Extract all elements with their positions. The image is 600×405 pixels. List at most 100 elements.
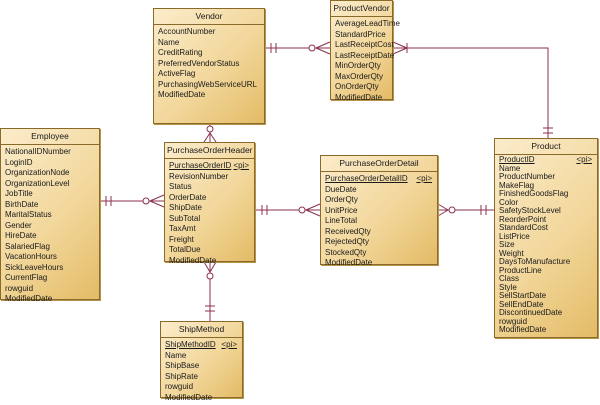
field-list: PurchaseOrderDetailID<pi> DueDate OrderQ… — [321, 172, 437, 271]
field-row: LastReceiptDate — [335, 51, 394, 62]
field-row: Style — [499, 283, 594, 293]
field-name: AverageLeadTime — [335, 19, 400, 28]
field-row: ModifiedDate — [5, 294, 96, 305]
field-name: ModifiedDate — [325, 258, 373, 267]
field-name: TotalDue — [169, 245, 201, 254]
field-row: OrderDate — [169, 193, 251, 204]
field-row: Size — [499, 240, 594, 250]
field-name: Color — [499, 197, 519, 207]
field-list: ShipMethodID<pi> Name ShipBase ShipRate … — [161, 338, 242, 405]
entity-purchaseorderheader[interactable]: PurchaseOrderHeader PurchaseOrderID<pi> … — [164, 142, 255, 265]
entity-shipmethod[interactable]: ShipMethod ShipMethodID<pi> Name ShipBas… — [160, 321, 243, 402]
field-row: StockedQty — [325, 248, 434, 259]
field-row: rowguid — [165, 382, 239, 393]
field-name: Status — [169, 182, 192, 191]
rel-poheader-podetail — [255, 203, 321, 217]
pk-tag: <pi> — [233, 161, 249, 170]
field-row: ModifiedDate — [499, 325, 594, 335]
field-row: BirthDate — [5, 200, 96, 211]
entity-title: Employee — [1, 129, 99, 145]
field-name: PurchaseOrderID — [169, 161, 232, 170]
field-name: ProductLine — [499, 265, 542, 275]
field-row-pk: PurchaseOrderDetailID<pi> — [325, 174, 434, 185]
field-row: ModifiedDate — [158, 90, 261, 101]
entity-title: ShipMethod — [161, 322, 242, 338]
field-name: SellEndDate — [499, 299, 544, 309]
rel-vendor-productvendor — [265, 41, 331, 55]
field-name: ProductID — [499, 155, 535, 164]
field-row: RejectedQty — [325, 237, 434, 248]
field-name: ModifiedDate — [335, 92, 383, 102]
entity-title: ProductVendor — [331, 1, 392, 17]
field-row: ProductNumber — [499, 172, 594, 182]
field-name: rowguid — [165, 382, 194, 391]
field-row: ReceivedQty — [325, 227, 434, 238]
field-name: LineTotal — [325, 216, 358, 225]
field-name: ModifiedDate — [165, 392, 213, 402]
field-name: OrderQty — [325, 195, 358, 204]
field-name: RejectedQty — [325, 237, 370, 246]
field-row: StandardPrice — [335, 30, 389, 41]
field-name: JobTitle — [5, 189, 33, 198]
field-name: ModifiedDate — [499, 325, 547, 334]
entity-purchaseorderdetail[interactable]: PurchaseOrderDetail PurchaseOrderDetailI… — [320, 155, 438, 267]
field-name: StockedQty — [325, 247, 367, 257]
field-row: Name — [158, 38, 261, 49]
field-name: ReceivedQty — [325, 226, 371, 236]
field-name: OnOrderQty — [335, 82, 379, 91]
entity-title: Product — [495, 139, 597, 155]
field-name: MinOrderQty — [335, 61, 381, 70]
field-row: SellStartDate — [499, 291, 594, 301]
field-row: TaxAmt — [169, 224, 251, 235]
field-row: SickLeaveHours — [5, 263, 96, 274]
field-row: HireDate — [5, 231, 96, 242]
field-name: MaritalStatus — [5, 210, 52, 219]
field-name: PurchasingWebServiceURL — [158, 79, 258, 89]
entity-title: Vendor — [154, 9, 264, 25]
field-row: AccountNumber — [158, 27, 261, 38]
field-name: Name — [499, 163, 521, 173]
field-row: Name — [499, 163, 594, 174]
field-name: Name — [158, 37, 180, 47]
field-row-pk: PurchaseOrderID<pi> — [169, 161, 251, 172]
entity-employee[interactable]: Employee NationalIDNumber LoginID Organi… — [0, 128, 100, 303]
field-name: MakeFlag — [499, 180, 535, 190]
field-row: ModifiedDate — [335, 93, 389, 104]
entity-vendor[interactable]: Vendor AccountNumber Name CreditRating P… — [153, 8, 265, 124]
field-row: NationalIDNumber — [5, 147, 96, 158]
entity-productvendor[interactable]: ProductVendor AverageLeadTime StandardPr… — [330, 0, 400, 102]
field-name: CreditRating — [158, 48, 203, 57]
rel-shipmethod-poheader — [203, 261, 217, 321]
field-name: ModifiedDate — [169, 255, 217, 265]
field-list: PurchaseOrderID<pi> RevisionNumber Statu… — [165, 159, 254, 268]
rel-product-podetail — [437, 203, 494, 217]
field-row: ActiveFlag — [158, 69, 261, 80]
field-row: VacationHours — [5, 252, 96, 263]
field-name: ShipMethodID — [165, 340, 216, 349]
field-row: SalariedFlag — [5, 242, 96, 253]
field-name: FinishedGoodsFlag — [499, 189, 569, 198]
field-row: SellEndDate — [499, 299, 594, 310]
field-row: Color — [499, 197, 594, 208]
field-row: LastReceiptCost — [335, 40, 394, 51]
rel-product-productvendor — [392, 41, 553, 138]
field-row: DiscontinuedDate — [499, 308, 594, 318]
field-row: LoginID — [5, 158, 96, 169]
field-name: LoginID — [5, 157, 33, 167]
field-row: LineTotal — [325, 216, 434, 227]
field-row: OrganizationNode — [5, 168, 96, 179]
entity-product[interactable]: Product ProductID<pi> Name ProductNumber… — [494, 138, 598, 338]
field-row: TotalDue — [169, 245, 251, 256]
field-name: SalariedFlag — [5, 241, 50, 251]
field-name: ModifiedDate — [5, 294, 53, 303]
field-name: Size — [499, 240, 515, 249]
field-name: ReorderPoint — [499, 214, 547, 224]
field-name: CurrentFlag — [5, 273, 48, 282]
field-name: ActiveFlag — [158, 69, 196, 78]
field-name: ShipDate — [169, 203, 202, 212]
field-name: Name — [165, 350, 187, 360]
field-row: PurchasingWebServiceURL — [158, 80, 261, 91]
field-row: UnitPrice — [325, 206, 434, 217]
field-row: MaxOrderQty — [335, 72, 389, 83]
field-row: rowguid — [499, 317, 594, 327]
